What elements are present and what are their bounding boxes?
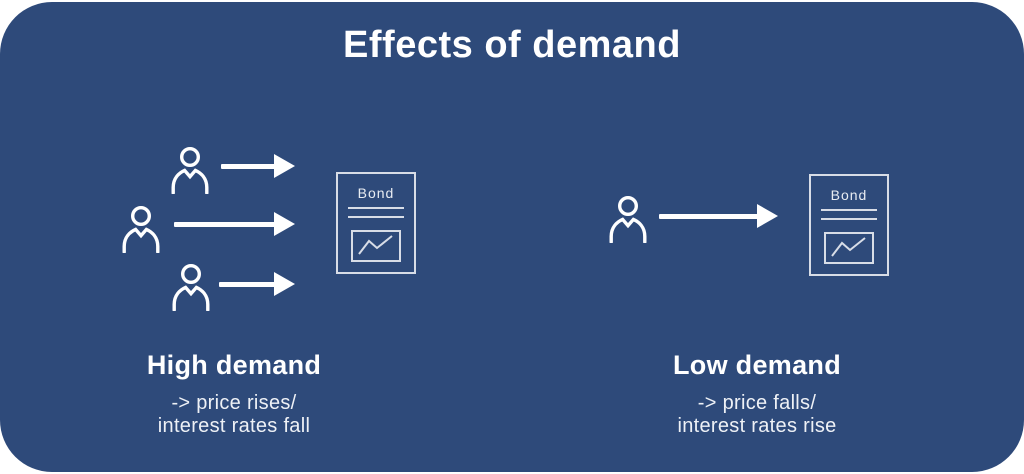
bond-label: Bond [358,185,395,201]
arrow-shaft [659,213,761,219]
line-chart-icon [824,232,874,264]
arrow-head [757,204,778,228]
page-title: Effects of demand [343,24,681,66]
high-demand-caption: High demand -> price rises/ interest rat… [84,350,384,438]
person-icon [171,263,211,311]
section-heading: Low demand [672,350,841,380]
arrow-head [274,212,295,236]
person-icon [608,195,648,243]
section-heading: High demand [146,350,322,380]
arrow-head [274,154,295,178]
arrow-head [274,272,295,296]
section-effect: -> price rises/ interest rates fall [84,392,384,438]
effect-line: -> price falls/ [697,392,817,414]
arrow-shaft [174,221,278,227]
person-icon [121,205,161,253]
person-icon [170,146,210,194]
effect-line: interest rates fall [157,415,311,437]
effect-line: -> price rises/ [171,392,297,414]
low-demand-caption: Low demand -> price falls/ interest rate… [607,350,907,438]
bond-document: Bond [809,174,889,276]
bond-document: Bond [336,172,416,274]
arrow-shaft [219,281,278,287]
effect-line: interest rates rise [677,415,837,437]
section-effect: -> price falls/ interest rates rise [607,392,907,438]
bond-label: Bond [831,187,868,203]
arrow-shaft [221,163,278,169]
line-chart-icon [351,230,401,262]
